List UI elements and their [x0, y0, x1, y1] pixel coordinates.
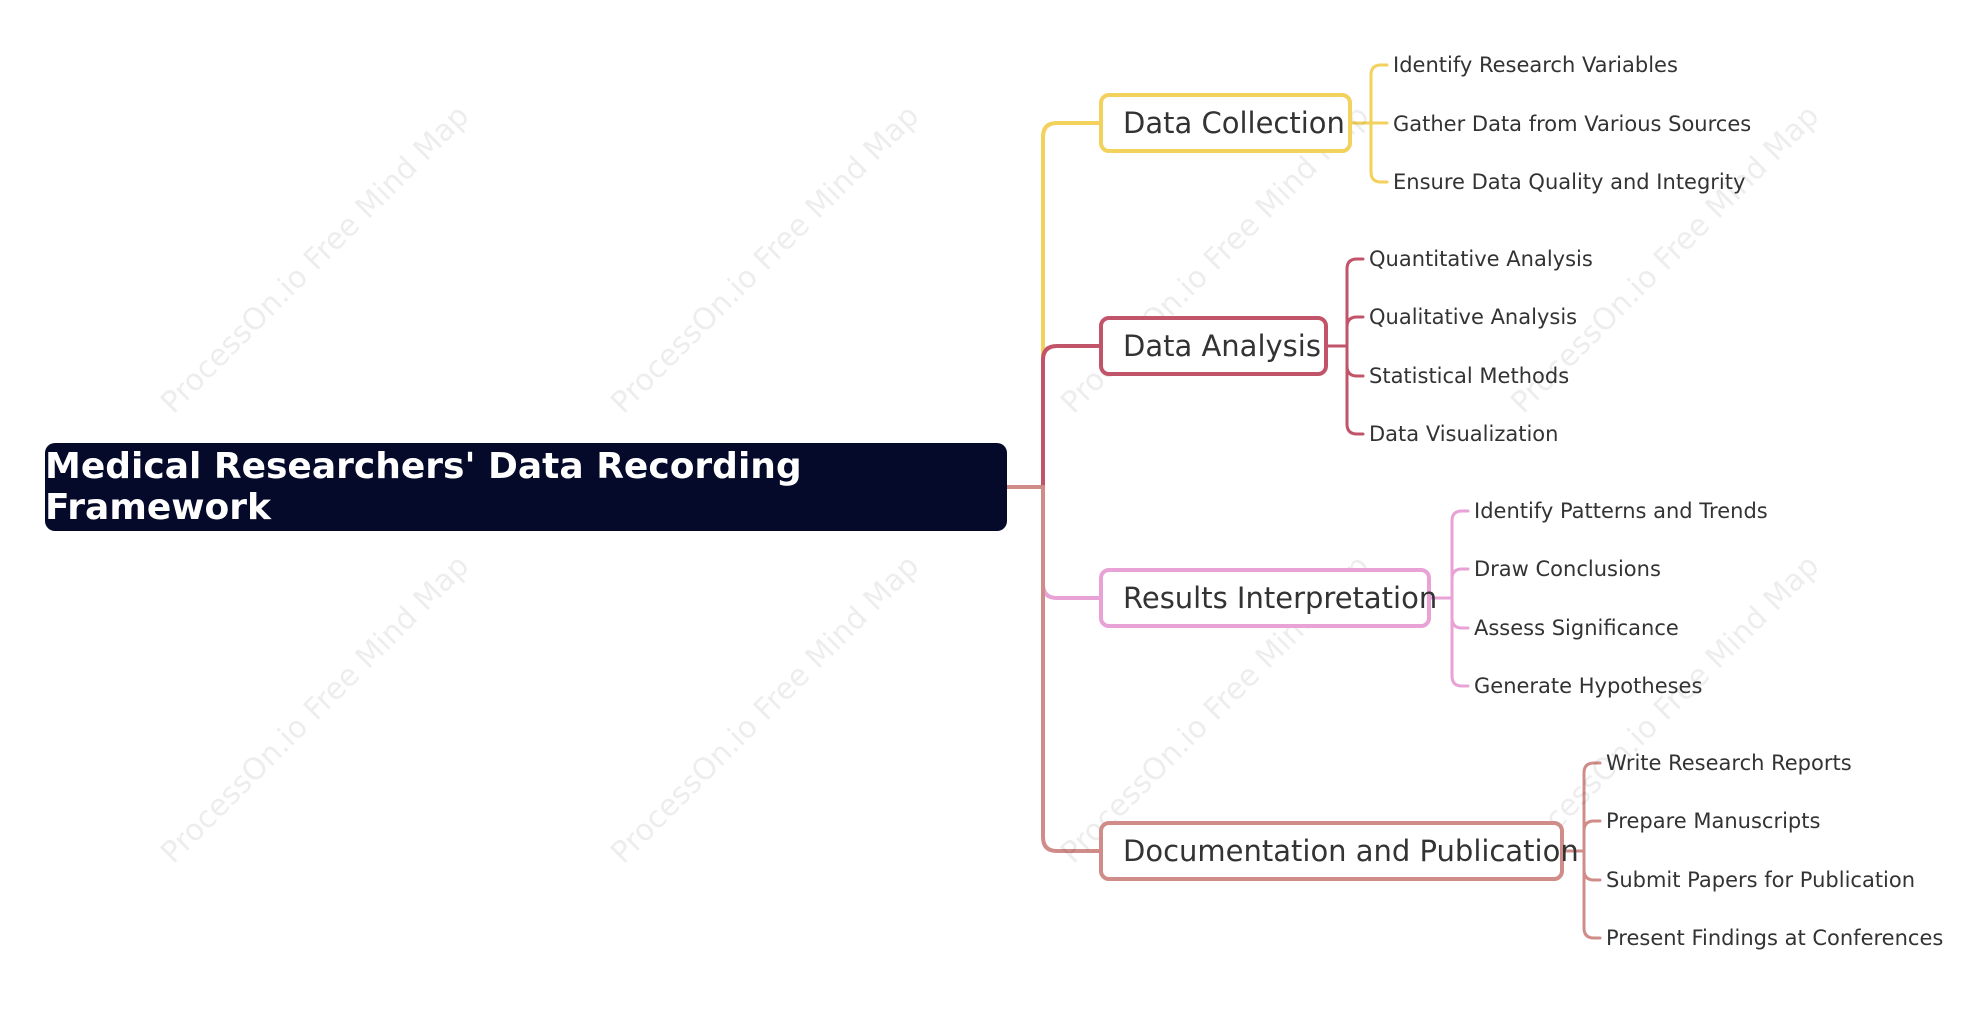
leaf-quantitative-analysis[interactable]: Quantitative Analysis: [1369, 247, 1593, 271]
leaf-qualitative-analysis[interactable]: Qualitative Analysis: [1369, 305, 1578, 329]
leaf-connector: [1582, 761, 1602, 853]
leaf-connector: [1345, 344, 1365, 436]
branch-label: Documentation and Publication: [1123, 834, 1579, 868]
branch-connector: [1041, 344, 1101, 489]
leaf-present-findings-at-conferences[interactable]: Present Findings at Conferences: [1606, 926, 1944, 950]
leaf-connector: [1450, 509, 1470, 600]
leaf-generate-hypotheses[interactable]: Generate Hypotheses: [1474, 674, 1703, 698]
leaf-identify-patterns-and-trends[interactable]: Identify Patterns and Trends: [1474, 499, 1768, 523]
leaf-data-visualization[interactable]: Data Visualization: [1369, 422, 1559, 446]
leaf-prepare-manuscripts[interactable]: Prepare Manuscripts: [1606, 809, 1821, 833]
leaf-ensure-data-quality-and-integrity[interactable]: Ensure Data Quality and Integrity: [1393, 170, 1746, 194]
leaf-connector: [1345, 344, 1365, 378]
branch-label: Results Interpretation: [1123, 581, 1438, 615]
branch-connector: [1041, 485, 1101, 600]
root-topic[interactable]: Medical Researchers' Data Recording Fram…: [45, 443, 1007, 531]
leaf-statistical-methods[interactable]: Statistical Methods: [1369, 364, 1570, 388]
leaf-gather-data-from-various-sources[interactable]: Gather Data from Various Sources: [1393, 112, 1752, 136]
leaf-connector: [1345, 315, 1365, 348]
leaf-submit-papers-for-publication[interactable]: Submit Papers for Publication: [1606, 868, 1916, 892]
branch-connector: [1041, 485, 1101, 853]
branch-label: Data Collection: [1123, 106, 1345, 140]
leaf-connector: [1369, 121, 1389, 184]
branch-data-collection[interactable]: Data Collection: [1099, 93, 1352, 153]
leaf-connector: [1582, 849, 1602, 882]
leaf-identify-research-variables[interactable]: Identify Research Variables: [1393, 53, 1678, 77]
branch-connector: [1041, 121, 1101, 489]
branch-data-analysis[interactable]: Data Analysis: [1099, 316, 1328, 376]
leaf-connector: [1345, 257, 1365, 348]
root-topic-label: Medical Researchers' Data Recording Fram…: [45, 446, 802, 528]
leaf-connector: [1369, 63, 1389, 125]
leaf-draw-conclusions[interactable]: Draw Conclusions: [1474, 557, 1661, 581]
leaf-connector: [1450, 596, 1470, 688]
branch-label: Data Analysis: [1123, 329, 1321, 363]
leaf-write-research-reports[interactable]: Write Research Reports: [1606, 751, 1852, 775]
leaf-connector: [1582, 849, 1602, 940]
leaf-connector: [1582, 819, 1602, 853]
leaf-assess-significance[interactable]: Assess Significance: [1474, 616, 1679, 640]
leaf-connector: [1450, 567, 1470, 600]
leaf-connector: [1450, 596, 1470, 630]
branch-documentation-and-publication[interactable]: Documentation and Publication: [1099, 821, 1579, 881]
branch-results-interpretation[interactable]: Results Interpretation: [1099, 568, 1437, 628]
